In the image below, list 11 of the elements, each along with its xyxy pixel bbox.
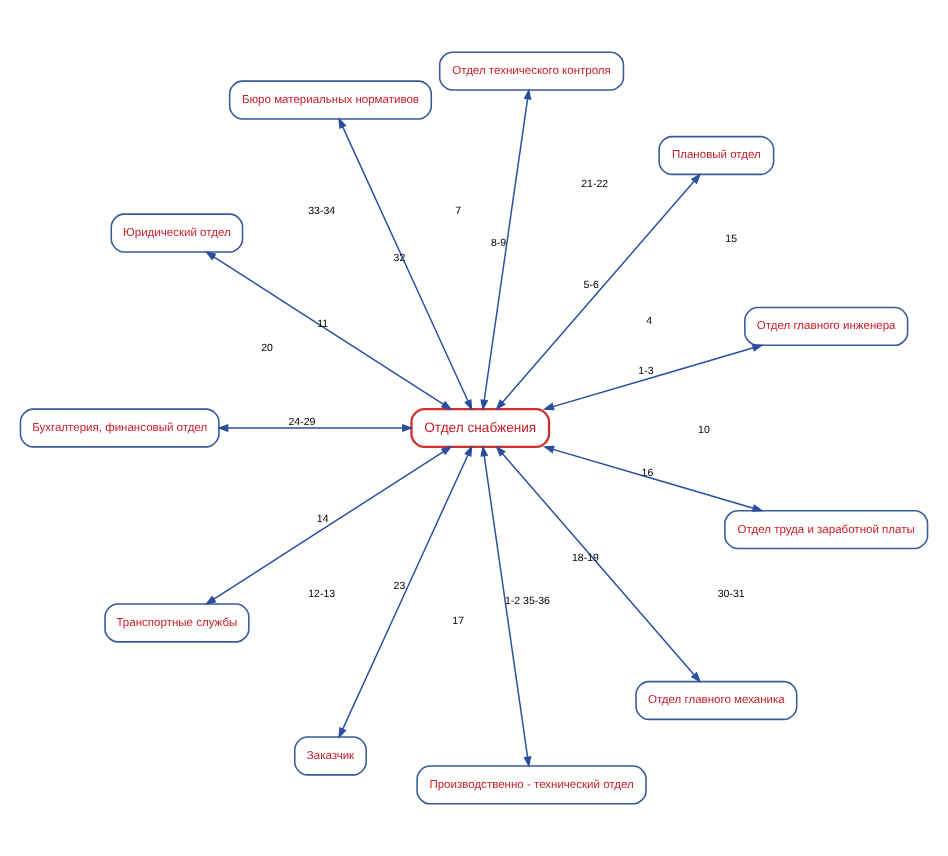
- arrow: [204, 445, 453, 605]
- arrow: [495, 172, 702, 411]
- arrow: [338, 445, 473, 739]
- arrow: [480, 445, 532, 768]
- arrow: [338, 117, 473, 411]
- arrow: [480, 88, 532, 411]
- arrow: [204, 251, 453, 411]
- arrow: [542, 344, 764, 411]
- arrow: [495, 445, 702, 684]
- arrow: [542, 445, 764, 512]
- arrow: [217, 424, 414, 432]
